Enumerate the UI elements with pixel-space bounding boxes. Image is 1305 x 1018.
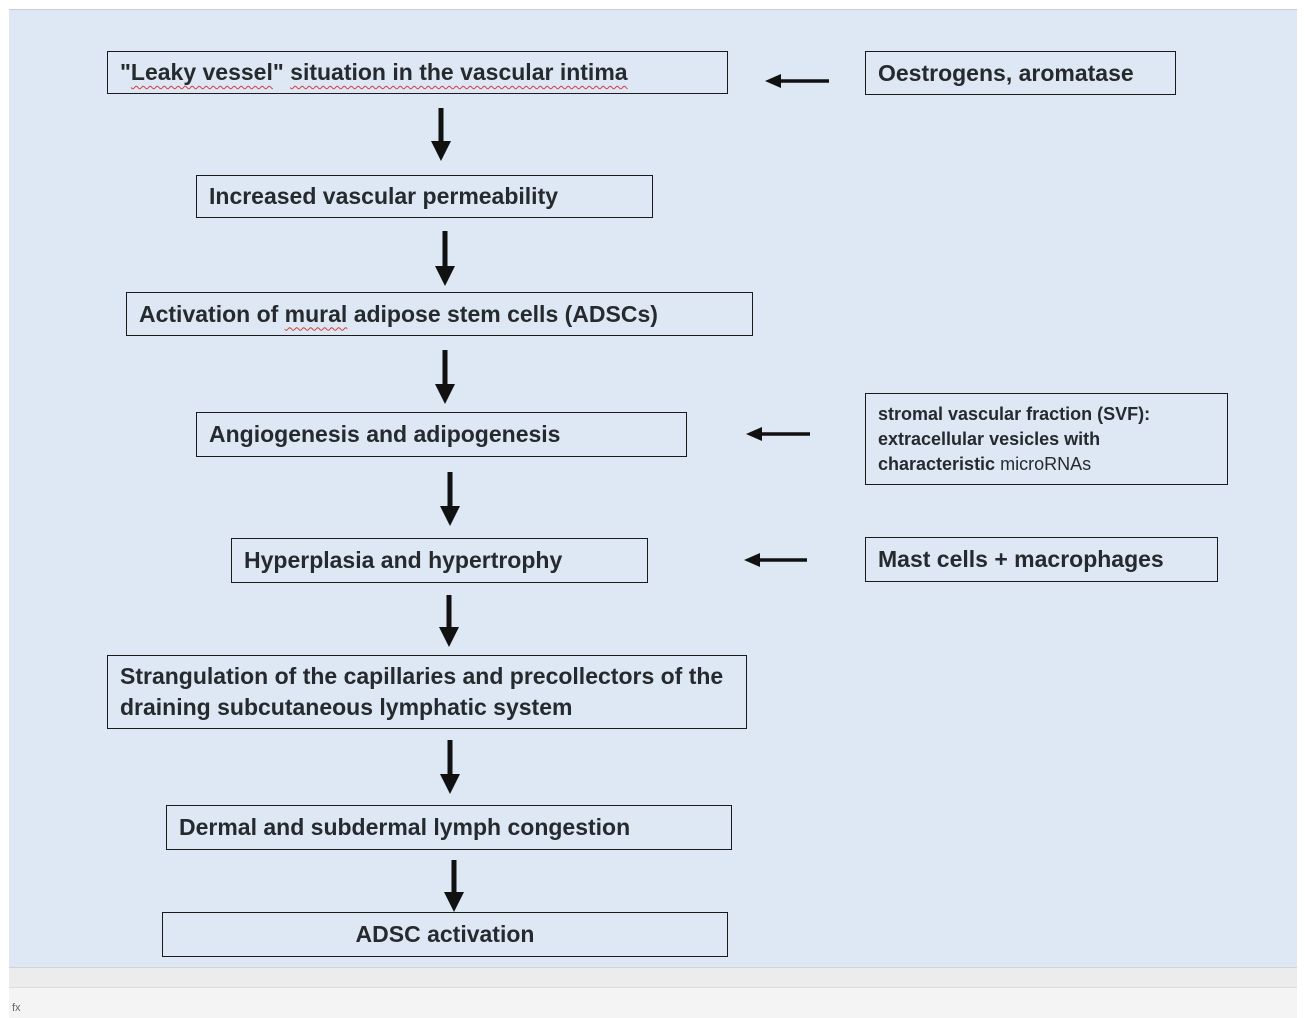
footer-glyph: fx [12,1002,21,1014]
down-arrow-7 [444,860,464,912]
leaky-vessel-text: "Leaky vessel" situation in the vascular… [120,59,628,85]
diagram-canvas [9,9,1297,968]
lymph-congestion-text: Dermal and subdermal lymph congestion [179,814,631,840]
box-hyperplasia: Hyperplasia and hypertrophy [231,538,648,583]
hyperplasia-text: Hyperplasia and hypertrophy [244,547,563,573]
adsc-mural-text: Activation of mural adipose stem cells (… [139,300,658,327]
left-arrow-svf [746,427,810,441]
left-arrow-mast-cells [744,553,807,567]
down-arrow-4 [440,472,460,526]
scrollbar-track[interactable] [9,967,1297,988]
strangulation-text: Strangulation of the capillaries and pre… [120,663,724,720]
box-lymph-congestion: Dermal and subdermal lymph congestion [166,805,732,850]
box-svf: stromal vascular fraction (SVF): extrace… [865,393,1228,485]
box-leaky-vessel: "Leaky vessel" situation in the vascular… [107,51,728,94]
permeability-text: Increased vascular permeability [209,183,559,209]
status-bar [9,987,1297,1018]
box-strangulation: Strangulation of the capillaries and pre… [107,655,747,729]
box-adsc-mural: Activation of mural adipose stem cells (… [126,292,753,336]
angiogenesis-text: Angiogenesis and adipogenesis [209,421,561,447]
box-adsc-activation: ADSC activation [162,912,728,957]
down-arrow-6 [440,740,460,794]
adsc-activation-text: ADSC activation [355,921,535,947]
box-permeability: Increased vascular permeability [196,175,653,218]
down-arrow-2 [435,231,455,286]
box-mast-cells: Mast cells + macrophages [865,537,1218,582]
svf-text: stromal vascular fraction (SVF): extrace… [878,403,1151,474]
left-arrow-oestrogens [765,74,829,88]
mast-cells-text: Mast cells + macrophages [878,546,1164,572]
box-oestrogens: Oestrogens, aromatase [865,51,1176,95]
oestrogens-text: Oestrogens, aromatase [878,59,1134,86]
down-arrow-3 [435,350,455,404]
box-angiogenesis: Angiogenesis and adipogenesis [196,412,687,457]
down-arrow-5 [439,595,459,647]
down-arrow-1 [431,108,451,161]
